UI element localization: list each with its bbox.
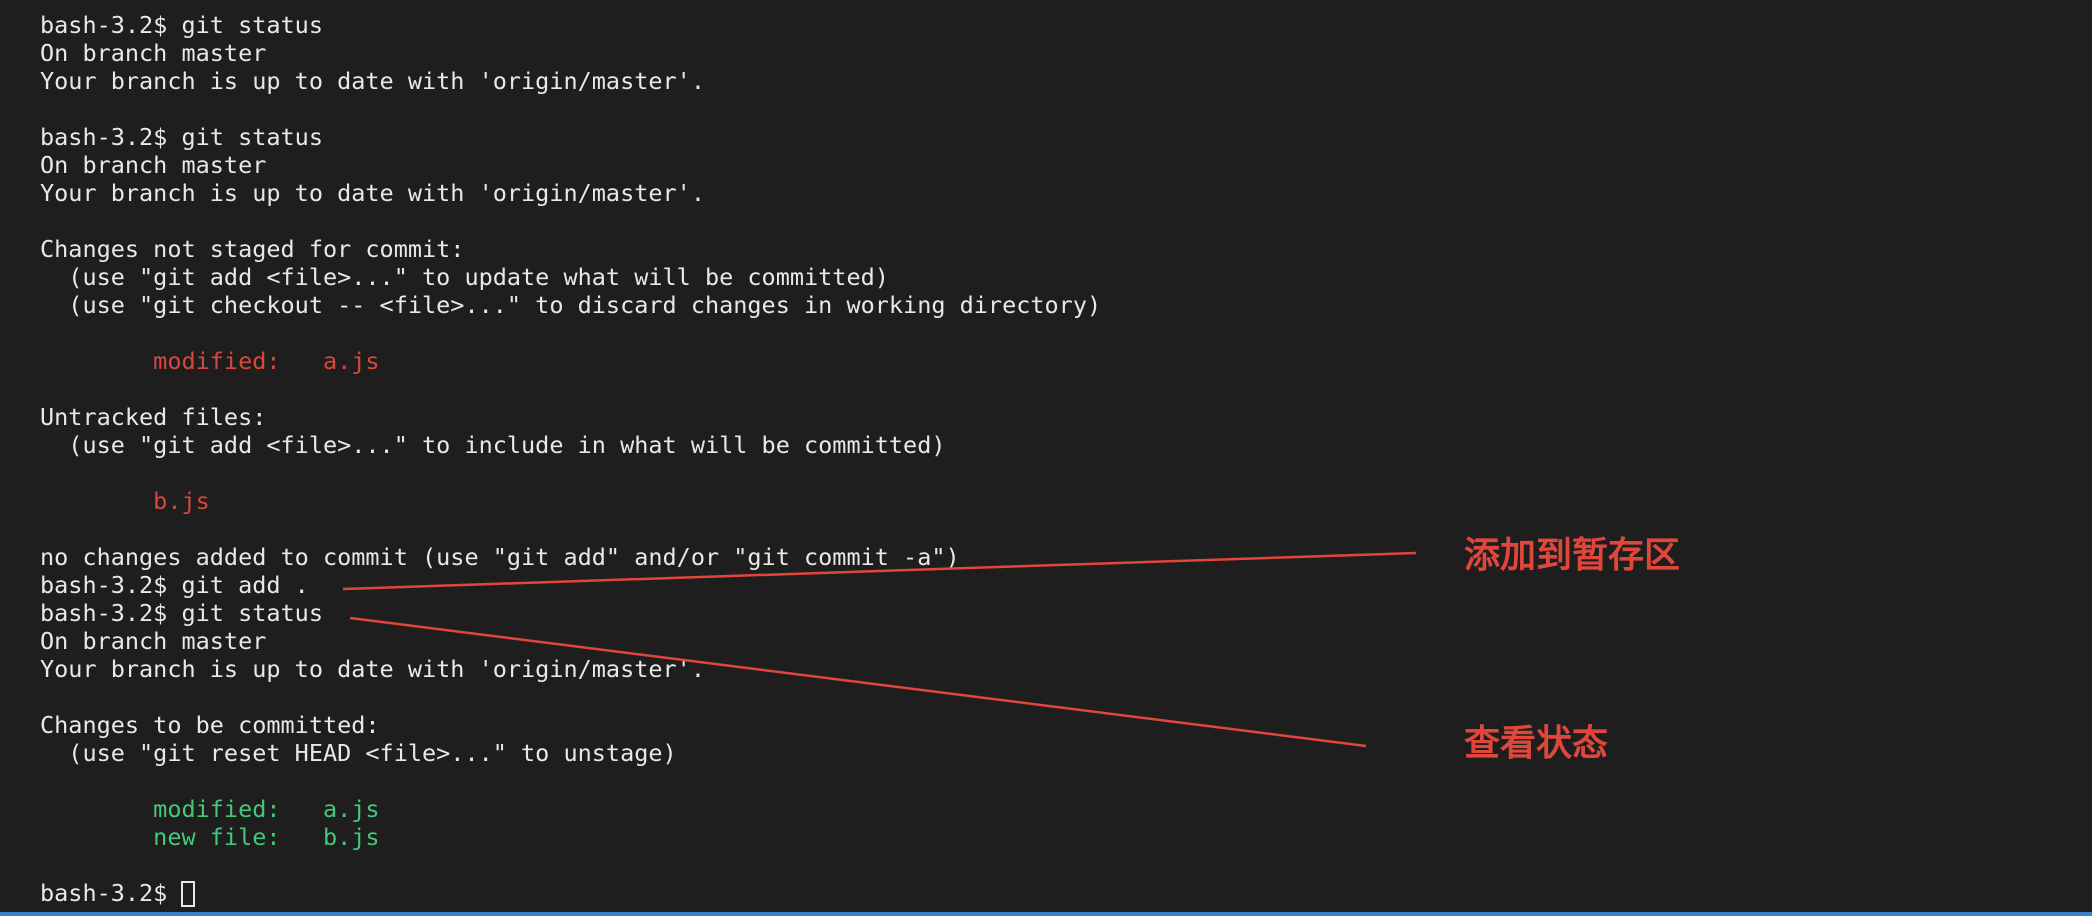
window-bottom-border — [0, 912, 2092, 916]
terminal-line: bash-3.2$ git status — [40, 11, 323, 39]
prompt-text: bash-3.2$ — [40, 879, 182, 907]
terminal-line: (use "git reset HEAD <file>..." to unsta… — [40, 739, 677, 767]
terminal-line: Your branch is up to date with 'origin/m… — [40, 67, 705, 95]
terminal-cursor — [181, 881, 196, 907]
terminal-line: bash-3.2$ git status — [40, 599, 323, 627]
terminal-line: b.js — [40, 487, 210, 515]
annotation-arrow-status — [349, 616, 1367, 748]
annotation-label-add: 添加到暂存区 — [1464, 535, 1681, 576]
terminal-line: Your branch is up to date with 'origin/m… — [40, 655, 705, 683]
terminal-prompt-line[interactable]: bash-3.2$ — [40, 879, 1101, 907]
terminal-line: Your branch is up to date with 'origin/m… — [40, 179, 705, 207]
terminal-line: no changes added to commit (use "git add… — [40, 543, 960, 571]
terminal-line: (use "git add <file>..." to include in w… — [40, 431, 946, 459]
terminal-line: modified: a.js — [40, 347, 380, 375]
terminal-line: bash-3.2$ git status — [40, 123, 323, 151]
terminal-line: Untracked files: — [40, 403, 267, 431]
terminal-line: bash-3.2$ git add . — [40, 571, 309, 599]
terminal-line: On branch master — [40, 627, 267, 655]
terminal-line: new file: b.js — [40, 823, 380, 851]
terminal-line: Changes not staged for commit: — [40, 235, 465, 263]
terminal-line: modified: a.js — [40, 795, 380, 823]
terminal-line: Changes to be committed: — [40, 711, 380, 739]
terminal-line: (use "git add <file>..." to update what … — [40, 263, 889, 291]
terminal-line: On branch master — [40, 151, 267, 179]
annotation-arrow-add — [342, 551, 1417, 591]
annotation-label-status: 查看状态 — [1464, 723, 1609, 764]
terminal-line: (use "git checkout -- <file>..." to disc… — [40, 291, 1102, 319]
terminal-line: On branch master — [40, 39, 267, 67]
